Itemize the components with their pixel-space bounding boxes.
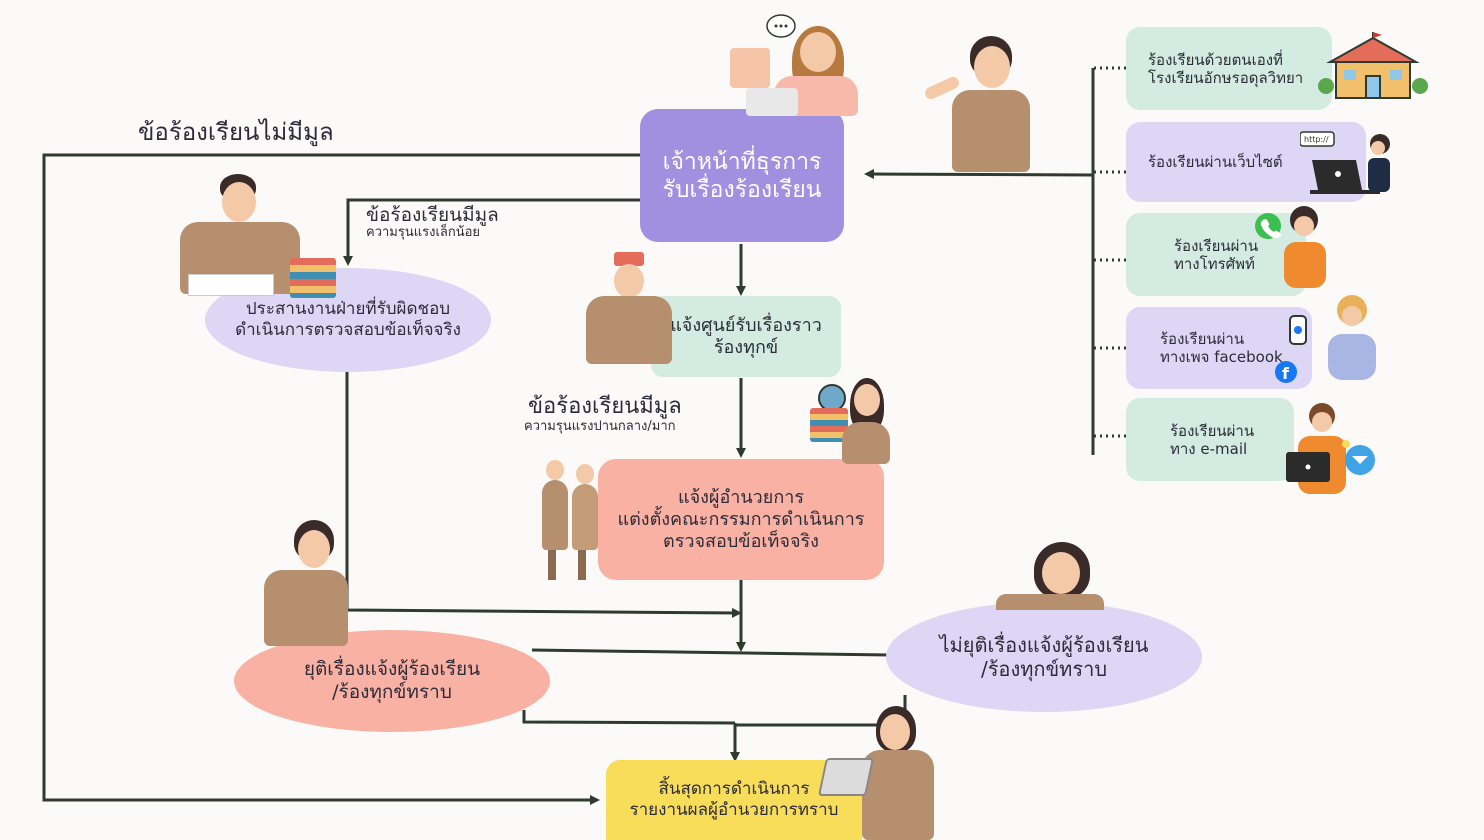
channel-phone-line-1: ร้องเรียนผ่าน [1174,236,1259,255]
teacher-globe-figure [808,378,890,464]
teacher-writing-figure [166,174,336,300]
laptop-icon-small [817,758,875,796]
laptop-icon: http:// [1300,131,1390,194]
unresolved-line-1: ไม่ยุติเรื่องแจ้งผู้ร้องเรียน [939,633,1149,657]
minor-path [343,198,640,266]
notify-director-line-3: ตรวจสอบข้อเท็จจริง [663,530,819,552]
minor-title: ข้อร้องเรียนมีมูล [366,204,499,226]
coordinate-line-1: ประสานงานฝ่ายที่รับผิดชอบ [245,299,451,319]
book-stack-icon [290,258,336,298]
channel-email-line-2: ทาง e-mail [1170,439,1248,458]
notify-director-line-2: แต่งตั้งคณะกรรมการดำเนินการ [617,508,865,530]
website-badge: http:// [1304,135,1329,144]
channels-to-officer-path [864,169,1094,180]
resolved-line-2: /ร้องทุกข์ทราบ [332,681,452,703]
teacher-resolved-figure [256,520,352,646]
channel-phone: ร้องเรียนผ่าน ทางโทรศัพท์ [1126,213,1306,296]
resolved-node: ยุติเรื่องแจ้งผู้ร้องเรียน /ร้องทุกข์ทรา… [234,630,550,732]
resolved-to-end-path [522,710,736,725]
coordinate-line-2: ดำเนินการตรวจสอบข้อเท็จจริง [235,320,461,340]
minor-subtitle: ความรุนแรงเล็กน้อย [366,225,481,240]
channel-in-person-line-1: ร้องเรียนด้วยตนเองที่ [1148,50,1283,69]
notify-center-line-2: ร้องทุกข์ [713,336,779,358]
notify-director-node: แจ้งผู้อำนวยการ แต่งตั้งคณะกรรมการดำเนิน… [598,459,884,580]
officer-node: เจ้าหน้าที่ธุรการ รับเรื่องร้องเรียน [640,109,844,242]
channel-facebook-line-2: ทางเพจ facebook [1160,348,1283,366]
channel-email: ร้องเรียนผ่าน ทาง e-mail [1126,398,1294,481]
notify-center-node: แจ้งศูนย์รับเรื่องราว ร้องทุกข์ [651,296,841,377]
minor-severity-label: ข้อร้องเรียนมีมูล ความรุนแรงเล็กน้อย [366,206,499,242]
major-severity-label: ข้อร้องเรียนมีมูล ความรุนแรงปานกลาง/มาก [524,394,682,437]
speech-bubble-icon [766,14,796,38]
notify-director-line-1: แจ้งผู้อำนวยการ [677,486,805,508]
teacher-laptop-figure [817,706,938,840]
channel-facebook-line-1: ร้องเรียนผ่าน [1160,330,1245,348]
officer-line-2: รับเรื่องร้องเรียน [662,176,822,203]
channel-in-person-line-2: โรงเรียนอักษรอดุลวิทยา [1148,68,1304,87]
officer-line-1: เจ้าหน้าที่ธุรการ [662,148,822,175]
channel-website-line-1: ร้องเรียนผ่านเว็บไซต์ [1148,153,1283,171]
channel-in-person: ร้องเรียนด้วยตนเองที่ โรงเรียนอักษรอดุลว… [1126,27,1332,110]
notify-center-line-1: แจ้งศูนย์รับเรื่องราว [670,314,822,336]
unfounded-label: ข้อร้องเรียนไม่มีมูล [138,118,334,146]
channel-phone-line-2: ทางโทรศัพท์ [1174,254,1255,273]
major-subtitle: ความรุนแรงปานกลาง/มาก [524,419,676,434]
unresolved-node: ไม่ยุติเรื่องแจ้งผู้ร้องเรียน /ร้องทุกข์… [886,602,1202,712]
channel-email-line-1: ร้องเรียนผ่าน [1170,421,1255,440]
teacher-pointing-figure [920,36,1032,172]
major-title: ข้อร้องเรียนมีมูล [528,394,682,419]
books-icon [810,408,848,442]
end-line-1: สิ้นสุดการดำเนินการ [658,779,810,799]
svg-text:f: f [1282,364,1290,383]
end-line-2: รายงานผลผู้อำนวยการทราบ [629,800,839,820]
facebook-icon: f [1275,295,1376,383]
resolved-line-1: ยุติเรื่องแจ้งผู้ร้องเรียน [303,658,481,680]
two-teachers-figure [542,458,600,584]
unfounded-path [42,153,640,805]
teacher-unresolved-figure [994,542,1106,610]
coordinate-node: ประสานงานฝ่ายที่รับผิดชอบ ดำเนินการตรวจส… [205,268,491,372]
teacher-book-on-head-figure [572,252,684,364]
school-icon [1318,32,1428,99]
book-icon [614,252,644,266]
unresolved-line-2: /ร้องทุกข์ทราบ [980,657,1108,681]
outcome-bar [531,648,893,657]
email-icon [1286,403,1375,494]
phone-icon [1255,206,1326,288]
end-node: สิ้นสุดการดำเนินการ รายงานผลผู้อำนวยการท… [606,760,862,840]
officer-figure [728,14,858,116]
